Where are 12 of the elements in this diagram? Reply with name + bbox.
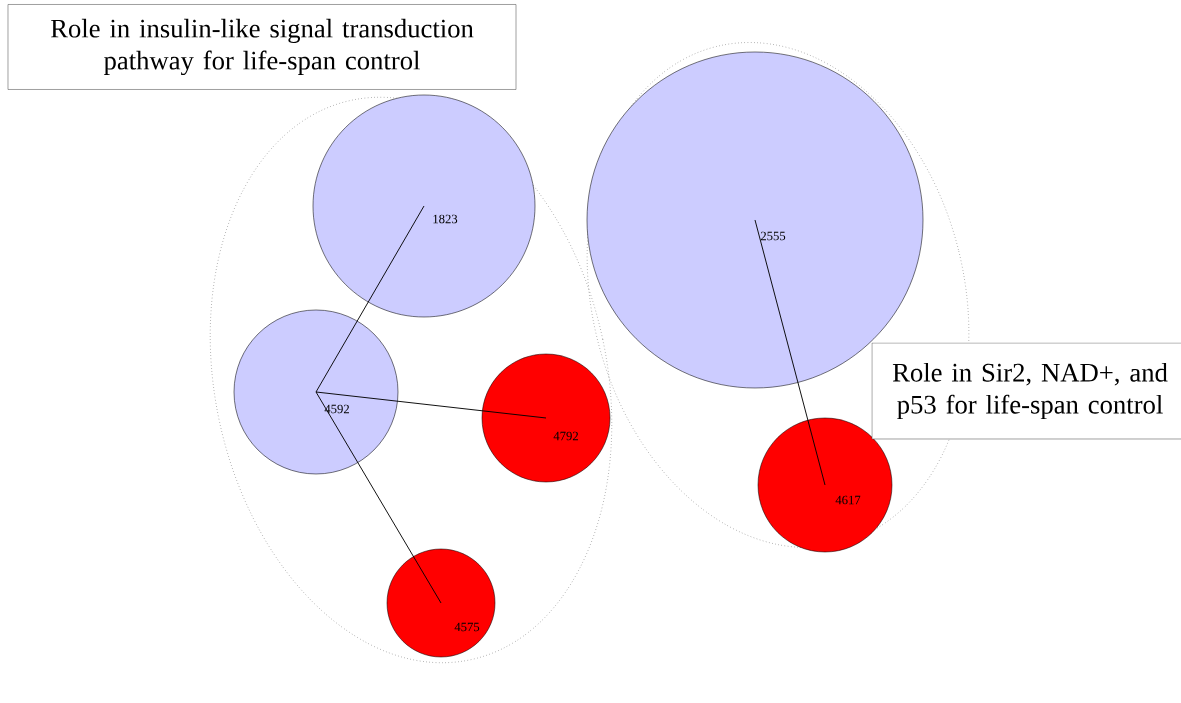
connector-line — [315, 391, 442, 604]
text-box: Role in Sir2, NAD+, and p53 for life-span control — [871, 342, 1181, 440]
number-label: 2555 — [760, 231, 786, 241]
text-box: Role in insulin-like signal transduction pathway for life-span control — [7, 4, 517, 90]
connector-line — [315, 391, 547, 419]
number-label: 4575 — [454, 622, 480, 632]
number-label: 4592 — [324, 404, 349, 414]
number-label: 4617 — [835, 495, 861, 505]
connector-line — [754, 219, 826, 486]
number-label: 1823 — [433, 214, 458, 224]
number-label: 4792 — [553, 431, 578, 441]
connector-line — [315, 205, 425, 393]
